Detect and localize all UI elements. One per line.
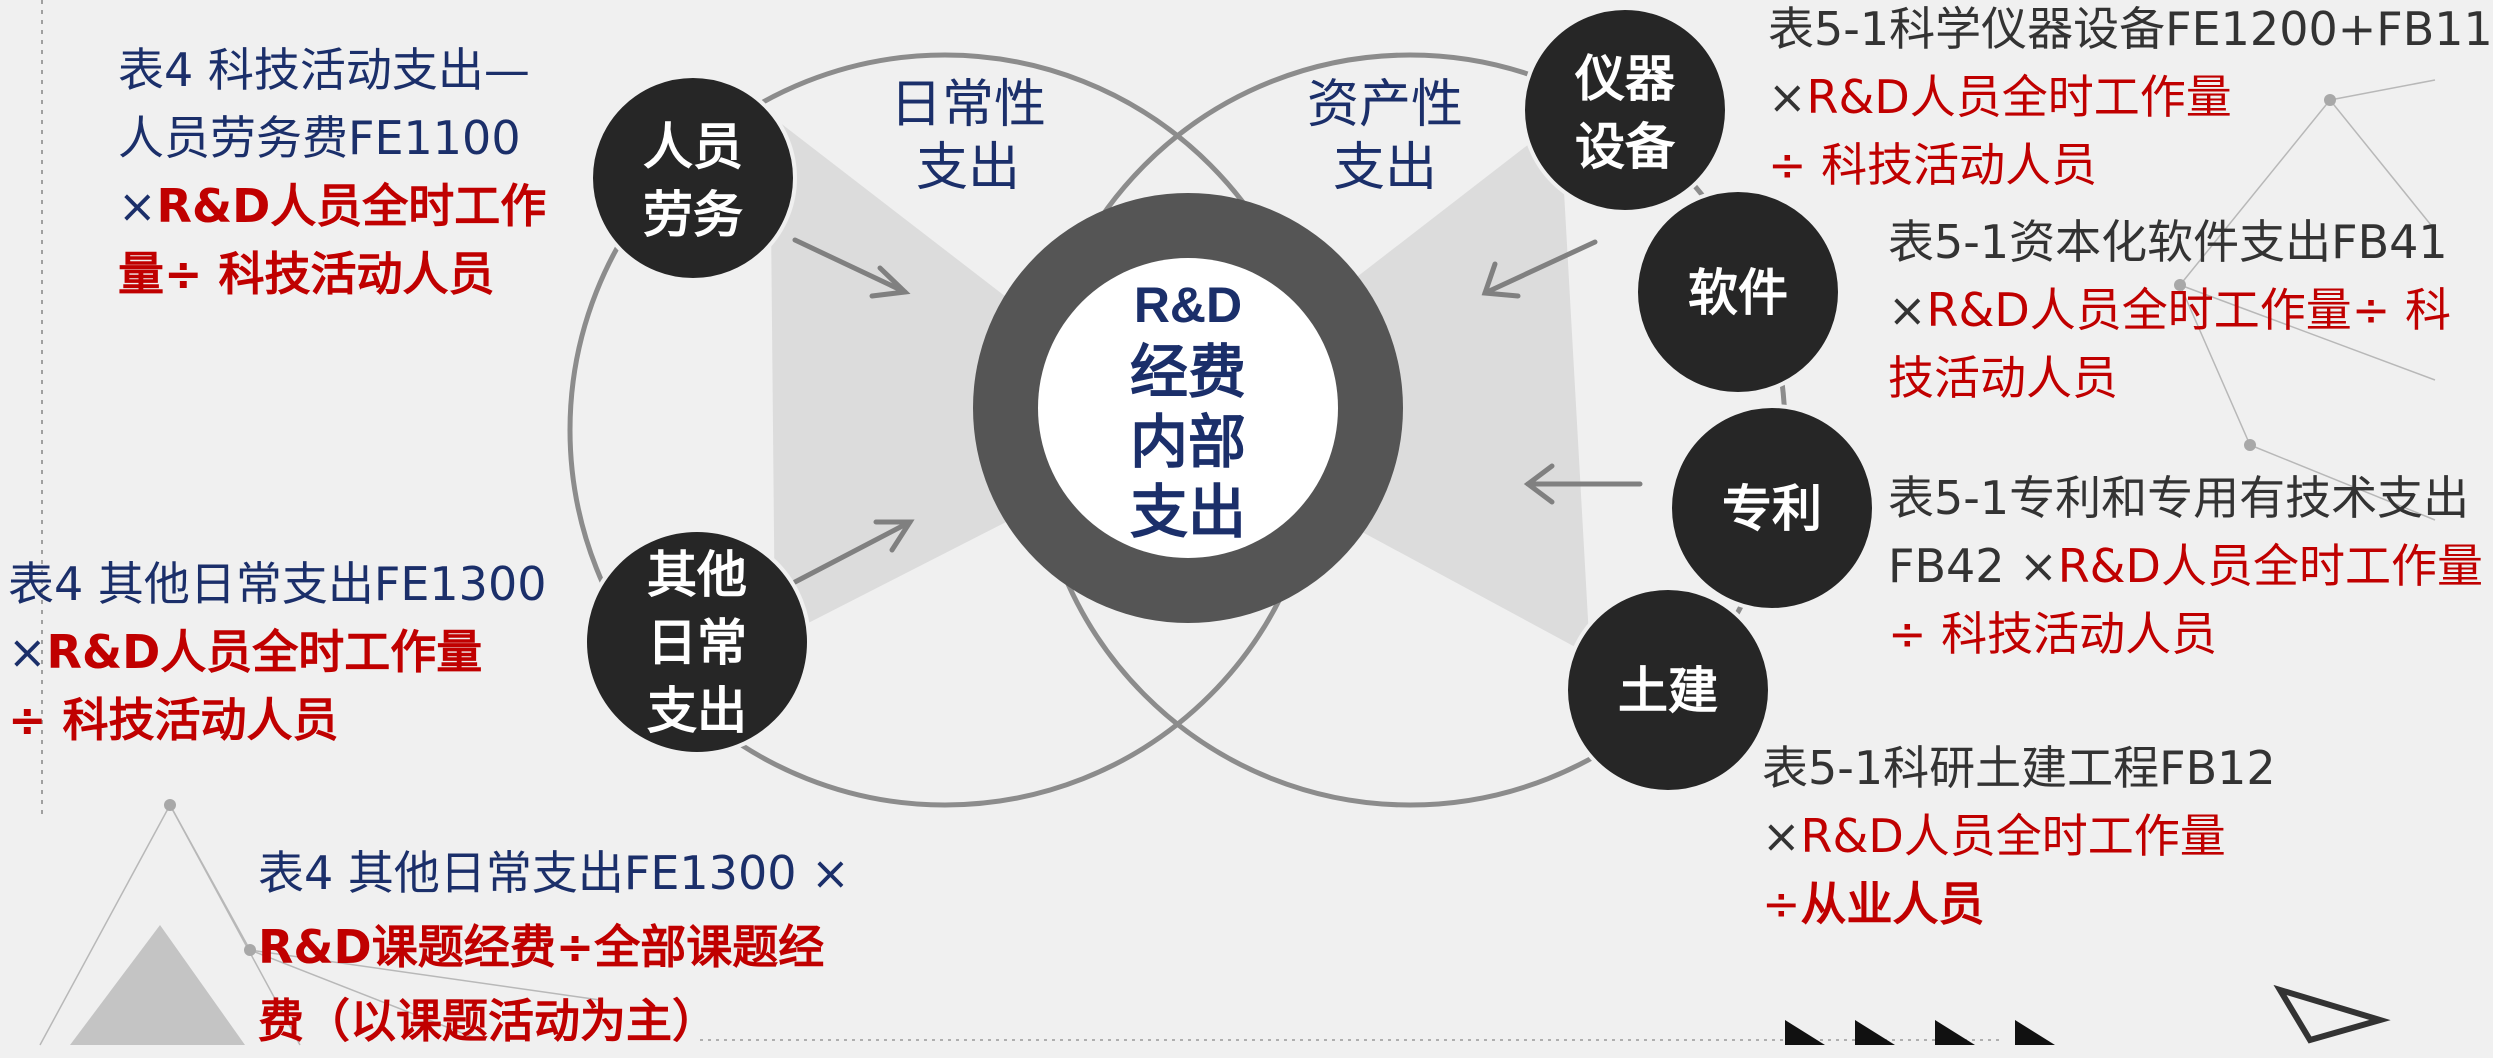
node-personnel-line2: 劳务 [643,187,743,243]
note-personnel-line3-red: R&D人员全时工作 [156,179,547,233]
note-patent: 表5-1专利和专用有技术支出 FB42 ×R&D人员全时工作量 ÷ 科技活动人员 [1888,464,2483,668]
center-circle: R&D 经费 内部 支出 [973,193,1403,623]
note-instruments-line3: ÷ 科技活动人员 [1768,138,2098,192]
daily-fan [770,115,1010,640]
node-other-daily-line2: 日常 [647,615,747,671]
note-personnel-line4: 量÷ 科技活动人员 [118,247,495,301]
note-other-daily-project: 表4 其他日常支出FE1300 × R&D课题经费÷全部课题经 费（以课题活动为… [258,836,850,1058]
note-personnel: 表4 科技活动支出— 人员劳务费FE1100 ×R&D人员全时工作 量÷ 科技活… [118,36,546,308]
note-software: 表5-1资本化软件支出FB41 ×R&D人员全时工作量÷ 科 技活动人员 [1888,208,2451,412]
daily-category-line1: 日常性 [890,75,1046,135]
node-personnel-line1: 人员 [643,119,743,175]
note-instruments-line2-red: R&D人员全时工作量 [1806,70,2232,124]
note-construction-line2-red: R&D人员全时工作量 [1800,809,2226,863]
background-decoration [39,0,2436,1046]
arrow-other-daily [792,519,915,585]
note-other-daily-line2: ×R&D人员全时工作量 [8,618,546,686]
note-software-line2: ×R&D人员全时工作量÷ 科 [1888,276,2451,344]
note-other-daily-line1: 表4 其他日常支出FE1300 [8,557,547,611]
node-instruments: 仪器 设备 [1521,6,1729,214]
note-personnel-line1: 表4 科技活动支出— [118,43,530,97]
note-personnel-line3-prefix: × [118,179,157,233]
center-label-line2: 经费 [1130,340,1246,405]
node-construction: 土建 [1564,586,1772,794]
node-software-label: 软件 [1688,265,1788,321]
asset-category-line1: 资产性 [1307,75,1463,135]
note-instruments-line2: ×R&D人员全时工作量 [1768,63,2493,131]
note-construction: 表5-1科研土建工程FB12 ×R&D人员全时工作量 ÷从业人员 [1762,734,2276,938]
note-construction-line2: ×R&D人员全时工作量 [1762,802,2276,870]
note-patent-line3: ÷ 科技活动人员 [1888,607,2218,661]
note-other-daily: 表4 其他日常支出FE1300 ×R&D人员全时工作量 ÷ 科技活动人员 [8,550,546,754]
note-patent-line2: FB42 ×R&D人员全时工作量 [1888,532,2483,600]
arrow-instruments [1481,239,1598,299]
note-patent-line2-prefix: FB42 × [1888,539,2058,593]
note-other-daily-project-line1: 表4 其他日常支出FE1300 × [258,846,850,900]
note-software-line1: 表5-1资本化软件支出FB41 [1888,215,2448,269]
decor-chevrons [1785,1020,2055,1045]
center-label-line3: 内部 [1130,410,1246,475]
node-patent-label: 专利 [1722,481,1822,537]
node-instruments-line2: 设备 [1575,119,1676,175]
note-instruments-line1: 表5-1科学仪器设备FE1200+FB11 [1768,2,2493,56]
note-construction-line1: 表5-1科研土建工程FB12 [1762,741,2276,795]
note-personnel-line3: ×R&D人员全时工作 [118,172,546,240]
note-software-line2-red: R&D人员全时工作量÷ 科 [1926,283,2451,337]
node-patent: 专利 [1668,404,1876,612]
note-instruments-line2-prefix: × [1768,70,1807,124]
nodes: 人员 劳务 其他 日常 支出 仪器 设备 软件 专利 土建 [583,6,1876,794]
node-construction-label: 土建 [1618,663,1718,719]
note-other-daily-line2-prefix: × [8,625,47,679]
decor-triangle [2273,984,2391,1044]
node-other-daily-line3: 支出 [647,683,747,739]
arrow-personnel [792,237,911,299]
note-other-daily-project-line2: R&D课题经费÷全部课题经 [258,920,825,974]
note-patent-line1: 表5-1专利和专用有技术支出 [1888,471,2470,525]
arrows [792,237,1643,585]
center-label-line1: R&D [1134,277,1242,333]
category-labels: 日常性 支出 资产性 支出 [890,75,1463,198]
decor-pyramid [70,925,245,1045]
node-personnel: 人员 劳务 [589,74,797,282]
note-other-daily-project-line3: 费（以课题活动为主） [258,994,718,1048]
note-software-line2-prefix: × [1888,283,1927,337]
note-personnel-line2: 人员劳务费FE1100 [118,111,521,165]
note-other-daily-line2-red: R&D人员全时工作量 [46,625,483,679]
arrow-patent [1523,463,1643,505]
node-other-daily-line1: 其他 [647,547,747,603]
asset-fan [1340,120,1590,655]
daily-category-line2: 支出 [916,138,1020,198]
asset-category-line2: 支出 [1333,138,1437,198]
venn-circles [567,52,1788,808]
node-instruments-line1: 仪器 [1574,51,1676,107]
center-label-line4: 支出 [1130,480,1246,545]
note-patent-line2-red: R&D人员全时工作量 [2057,539,2483,593]
note-software-line3: 技活动人员 [1888,351,2118,405]
rd-expenditure-diagram: R&D 经费 内部 支出 日常性 支出 资产性 支出 [39,0,2436,1046]
note-construction-line2-prefix: × [1762,809,1801,863]
note-other-daily-line3: ÷ 科技活动人员 [8,693,339,747]
note-construction-line3-red: 从业人员 [1800,877,1985,931]
note-construction-line3-prefix: ÷ [1762,877,1801,931]
node-other-daily: 其他 日常 支出 [583,528,811,756]
note-instruments: 表5-1科学仪器设备FE1200+FB11 ×R&D人员全时工作量 ÷ 科技活动… [1768,0,2493,199]
note-construction-line3: ÷从业人员 [1762,870,2276,938]
node-software: 软件 [1634,188,1842,396]
